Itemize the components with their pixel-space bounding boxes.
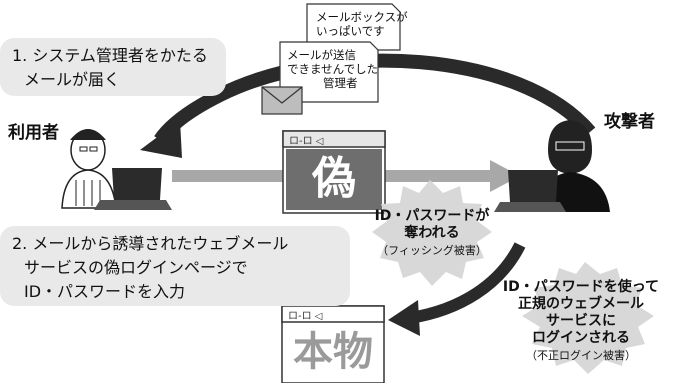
burst-stolen-line2: 奪われる bbox=[404, 225, 460, 241]
burst-login-shape bbox=[522, 262, 654, 374]
note-sendfail-line2: できませんでした bbox=[287, 62, 379, 76]
note-mailbox: メールボックスが いっぱいです bbox=[316, 10, 408, 38]
fake-page-label: 偽 bbox=[312, 153, 356, 204]
fake-page-titlebar: ロ-ロ ◁ bbox=[289, 136, 324, 147]
real-page-window bbox=[281, 305, 385, 383]
step2-line2: サービスの偽ログインページで bbox=[24, 258, 248, 277]
burst-login-line2: 正規のウェブメール bbox=[518, 296, 644, 312]
burst-stolen-sub: （フィッシング被害） bbox=[377, 244, 487, 257]
user-laptop-icon bbox=[94, 168, 172, 210]
burst-stolen-shape bbox=[372, 180, 492, 286]
user-label: 利用者 bbox=[8, 123, 59, 143]
burst-login-line1: ID・パスワードを使って bbox=[502, 279, 660, 295]
user-figure bbox=[61, 129, 117, 209]
step2-line3: ID・パスワードを入力 bbox=[24, 282, 186, 301]
note-mailbox-line2: いっぱいです bbox=[316, 24, 385, 38]
burst-login-text: ID・パスワードを使って 正規のウェブメール サービスに ログインされる （不正… bbox=[488, 279, 674, 364]
step1-line1: 1. システム管理者をかたる bbox=[12, 46, 208, 65]
note-mailbox-line1: メールボックスが bbox=[316, 10, 408, 24]
burst-stolen-text: ID・パスワードが 奪われる （フィッシング被害） bbox=[352, 208, 512, 259]
note-sendfail-sign: 管理者 bbox=[323, 76, 358, 90]
attacker-label: 攻撃者 bbox=[604, 112, 655, 132]
real-page-label: 本物 bbox=[293, 329, 373, 375]
note-sendfail-line1: メールが送信 bbox=[287, 48, 356, 62]
envelope-icon bbox=[261, 86, 303, 115]
burst-login-sub: （不正ログイン被害） bbox=[526, 349, 636, 362]
curved-arrow-bottom-head bbox=[388, 300, 420, 336]
real-page-titlebar: ロ-ロ ◁ bbox=[288, 311, 323, 322]
attacker-laptop-icon bbox=[494, 170, 566, 212]
burst-stolen-line1: ID・パスワードが bbox=[374, 208, 490, 224]
fake-page-window bbox=[282, 130, 386, 214]
burst-login-line4: ログインされる bbox=[532, 330, 630, 346]
curved-arrow-bottom bbox=[409, 242, 526, 324]
step2-box: 2. メールから誘導されたウェブメール サービスの偽ログインページで ID・パス… bbox=[0, 226, 350, 306]
straight-arrow-head bbox=[490, 160, 520, 192]
curved-arrow-top-head bbox=[140, 120, 182, 158]
note-sendfail: メールが送信 できませんでした 管理者 bbox=[287, 48, 378, 90]
burst-login-line3: サービスに bbox=[546, 313, 616, 329]
step1-box: 1. システム管理者をかたる メールが届く bbox=[0, 38, 226, 96]
step1-line2: メールが届く bbox=[24, 70, 121, 89]
step2-line1: 2. メールから誘導されたウェブメール bbox=[12, 234, 289, 253]
